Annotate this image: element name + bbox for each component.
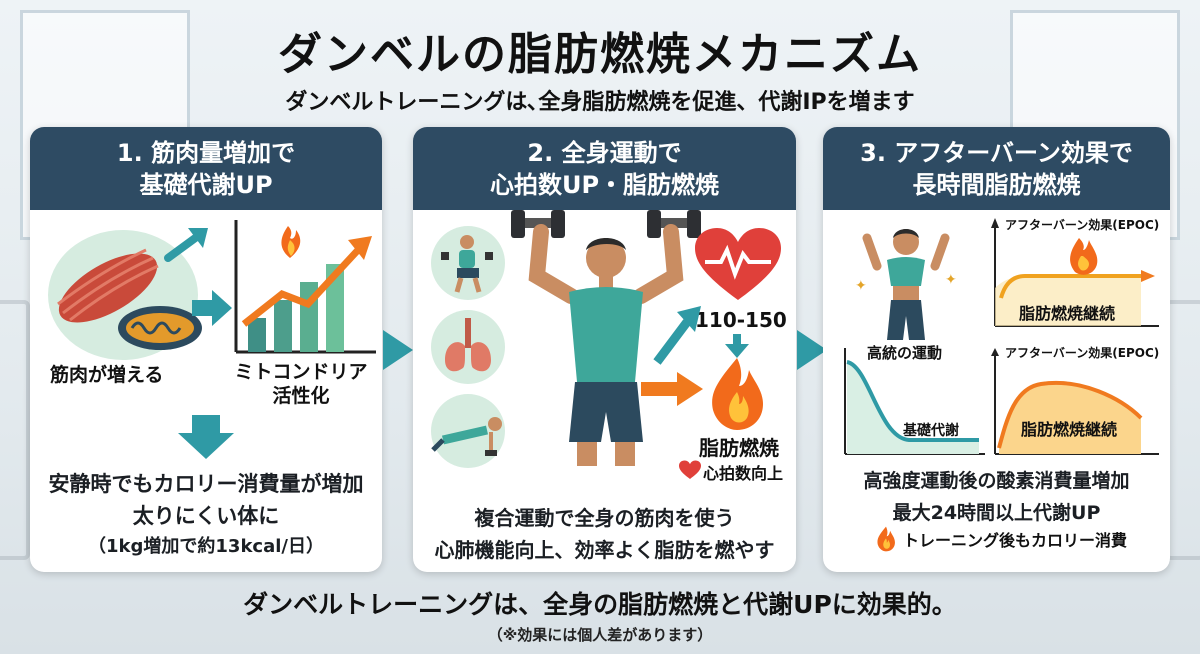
heart-icon — [695, 228, 781, 300]
panel-3-result-line3: トレーニング後もカロリー消費 — [902, 531, 1127, 550]
mitochondria-label: ミトコンドリア 活性化 — [226, 360, 376, 408]
athlete-with-dumbbells-icon — [511, 210, 701, 466]
afterburn-chart-2 — [991, 348, 1159, 455]
panel-3-result-line1: 高強度運動後の酸素消費量増加 — [863, 470, 1130, 492]
panel-3-heading-line1: 3. アフターバーン効果で — [860, 138, 1133, 167]
squat-icon — [441, 235, 493, 293]
panel-2-header: 2. 全身運動で 心拍数UP・脂肪燃焼 — [413, 127, 796, 210]
panel-1-header: 1. 筋肉量増加で 基礎代謝UP — [30, 127, 382, 210]
afterburn-chart-1 — [991, 218, 1159, 327]
muscle-label: 筋肉が増える — [50, 364, 164, 386]
background-rack-left — [0, 300, 30, 560]
heart-rate-value: 110-150 — [695, 308, 787, 332]
bottom-note: （※効果には個人差があります） — [487, 626, 713, 644]
small-heart-icon — [679, 460, 701, 479]
panel-1-heading-line1: 1. 筋肉量増加で — [116, 138, 296, 167]
panel-fullbody-exercise: 2. 全身運動で 心拍数UP・脂肪燃焼 — [413, 127, 796, 572]
page-title: ダンベルの脂肪燃焼メカニズム — [278, 29, 922, 80]
fire-icon — [712, 358, 763, 430]
heart-rate-up-label: 心拍数向上 — [703, 464, 784, 483]
page-subtitle: ダンベルトレーニングは､全身脂肪燃焼を促進、代謝IPを増ます — [285, 90, 915, 115]
mitochondria-label-line1: ミトコンドリア — [234, 361, 368, 383]
bottom-summary: ダンベルトレーニングは、全身の脂肪燃焼と代謝UPに効果的。 — [243, 590, 957, 619]
panel-2-heading-line1: 2. 全身運動で — [527, 138, 682, 167]
muscle-icon — [57, 228, 208, 350]
svg-text:✦: ✦ — [945, 272, 957, 288]
growth-chart-icon — [234, 220, 376, 354]
panel-1-result-line2: 太りにくい体に — [132, 504, 280, 528]
lungs-icon — [445, 318, 491, 372]
chart-2-title: 高統の運動 — [867, 344, 943, 362]
panel-muscle-metabolism: 1. 筋肉量増加で 基礎代謝UP 筋肉が増える — [30, 127, 382, 572]
panel-1-result-line3: （1kg増加で約13kcal/日） — [88, 536, 324, 557]
arrow-up-right-icon — [653, 306, 701, 365]
panel-2-desc-line2: 心肺機能向上、効率よく脂肪を燃やす — [434, 538, 775, 562]
panel-3-heading-line2: 長時間脂肪燃焼 — [912, 170, 1081, 199]
woman-athlete-icon: ✦ ✦ — [855, 229, 957, 340]
chart-3-title: アフターバーン効果(EPOC) — [1005, 346, 1160, 360]
arrow-right-icon — [192, 290, 232, 326]
panel-2-heading-line2: 心拍数UP・脂肪燃焼 — [489, 170, 720, 199]
small-fire-icon — [877, 526, 895, 552]
panel-1-heading-line2: 基礎代謝UP — [139, 170, 273, 199]
panel-afterburn: 3. アフターバーン効果で 長時間脂肪燃焼 ✦ ✦ アフターバーン効果(EP — [823, 127, 1170, 572]
arrow-down-icon — [178, 415, 234, 459]
arrow-down-small-icon — [725, 334, 749, 358]
svg-text:✦: ✦ — [855, 278, 867, 294]
fat-burn-label: 脂肪燃焼 — [699, 436, 779, 460]
pushup-icon — [431, 417, 502, 456]
chart-1-label: 脂肪燃焼継続 — [1019, 304, 1116, 323]
panel-1-result-line1: 安静時でもカロリー消費量が増加 — [48, 472, 364, 496]
panel-3-result-line2: 最大24時間以上代謝UP — [892, 502, 1101, 524]
mitochondria-label-line2: 活性化 — [272, 385, 330, 407]
chart-1-title: アフターバーン効果(EPOC) — [1005, 218, 1160, 232]
chart-3-label: 脂肪燃焼継続 — [1021, 420, 1118, 439]
exercise-decline-chart — [844, 348, 985, 455]
arrow-right-orange-icon — [641, 372, 703, 406]
panel-2-desc-line1: 複合運動で全身の筋肉を使う — [474, 506, 735, 530]
chart-2-label: 基礎代謝 — [903, 423, 959, 439]
background-rack-right — [1165, 300, 1200, 560]
panel-arrow-1-icon — [383, 330, 413, 370]
panel-arrow-2-icon — [797, 330, 827, 370]
panel-3-header: 3. アフターバーン効果で 長時間脂肪燃焼 — [823, 127, 1170, 210]
panel-3-result-line3-wrap: トレーニング後もカロリー消費 — [851, 526, 1151, 552]
